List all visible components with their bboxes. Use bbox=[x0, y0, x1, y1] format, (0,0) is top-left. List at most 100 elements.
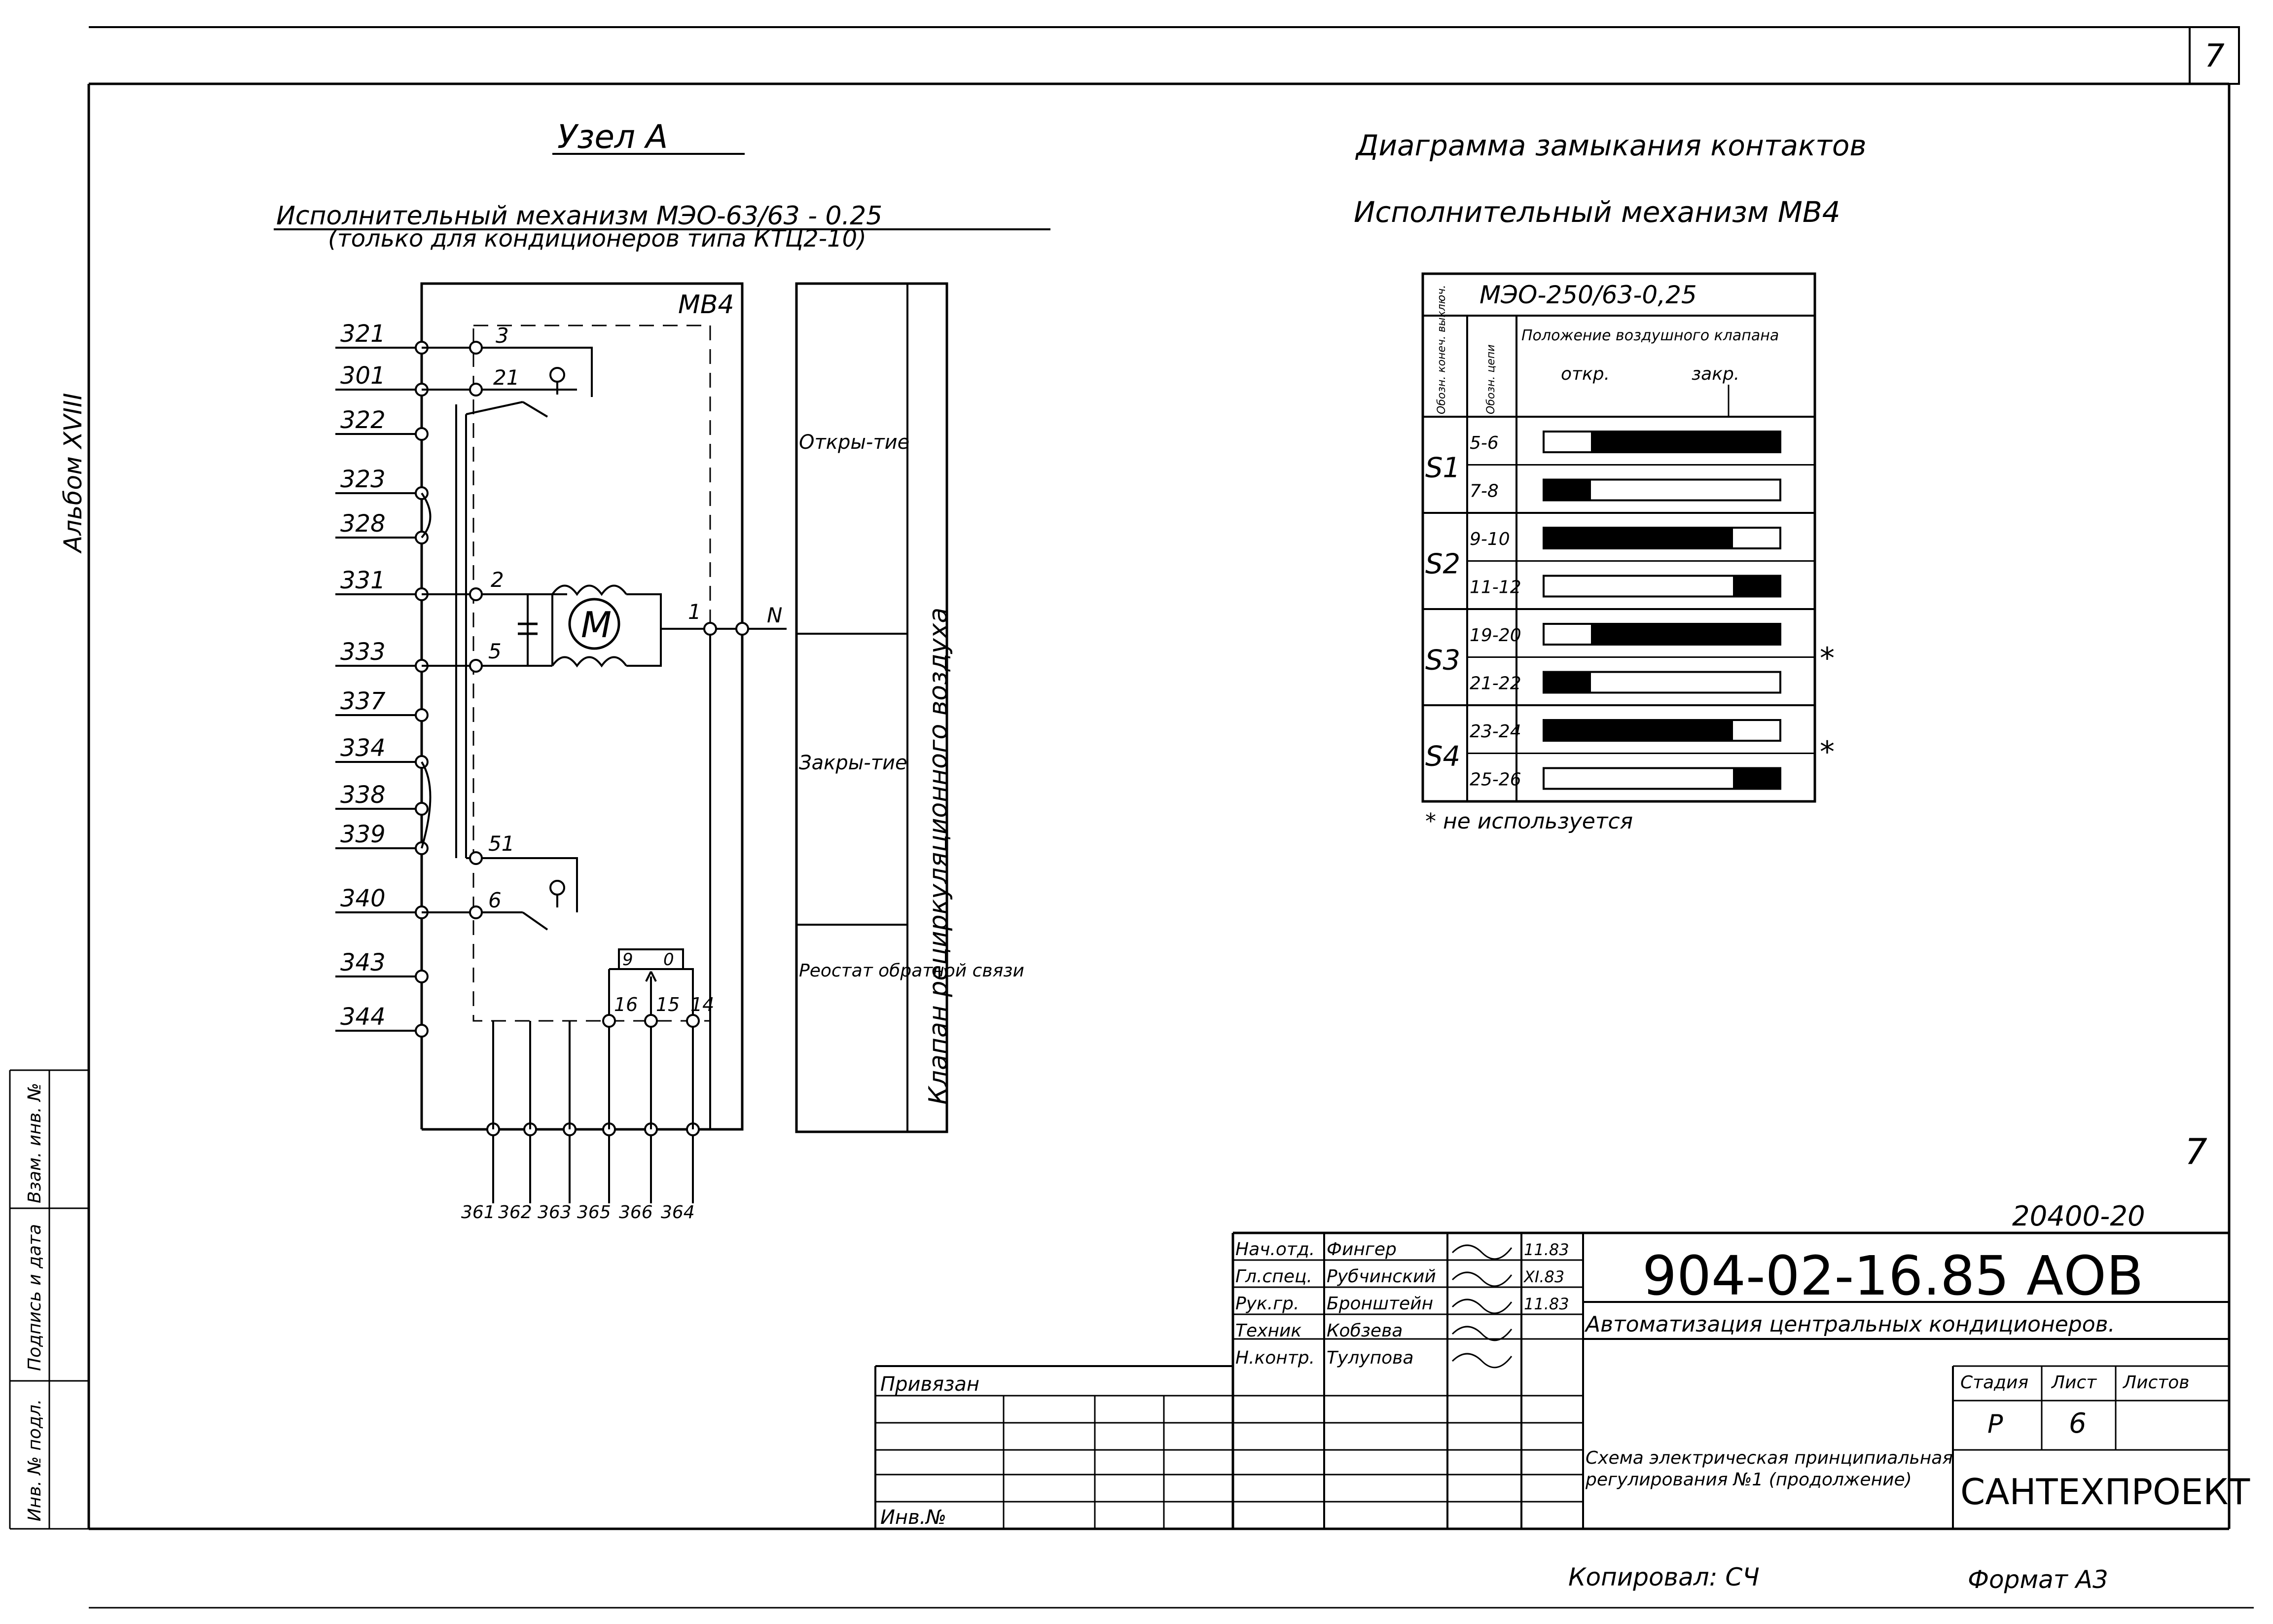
terminal-label: 338 bbox=[340, 781, 386, 809]
terminal-node bbox=[415, 1024, 429, 1038]
corner-box bbox=[2189, 26, 2240, 85]
inner-wiring: M bbox=[421, 341, 787, 1129]
person-role: Н.контр. bbox=[1235, 1348, 1315, 1368]
sheets-header: Листов bbox=[2122, 1372, 2189, 1393]
label-14: 14 bbox=[690, 994, 714, 1015]
bottom-terminal-label: 364 bbox=[661, 1202, 695, 1223]
mechanism-note: (только для кондиционеров типа КТЦ2-10) bbox=[328, 225, 866, 253]
open-label: откр. bbox=[1561, 364, 1610, 384]
function-column: Откры-тие Закры-тие Реостат обратной свя… bbox=[795, 282, 1024, 1133]
person-role: Нач.отд. bbox=[1235, 1239, 1315, 1260]
label-1: 1 bbox=[688, 600, 701, 624]
inv-no: Инв.№ bbox=[880, 1506, 946, 1529]
contact-table: МЭО-250/63-0,25 Обозн. конеч. выключ. Об… bbox=[1421, 272, 1816, 803]
person-name: Тулупова bbox=[1327, 1348, 1413, 1368]
terminal-label: 321 bbox=[340, 320, 386, 348]
person-date: XI.83 bbox=[1523, 1267, 1564, 1286]
format-label: Формат А3 bbox=[1968, 1565, 2108, 1594]
corner-number: 7 bbox=[2204, 38, 2225, 74]
diagram-title: Диаграмма замыкания контактов bbox=[1355, 129, 1867, 162]
doc-code: 904-02-16.85 АОВ bbox=[1642, 1244, 2143, 1307]
terminal-label: 340 bbox=[340, 885, 386, 912]
terminal-label: 331 bbox=[340, 567, 386, 594]
sheet-value: 6 bbox=[2069, 1407, 2087, 1440]
section-close: Закры-тие bbox=[799, 752, 907, 774]
position-bar-fill bbox=[1733, 576, 1780, 597]
label-0: 0 bbox=[663, 950, 674, 970]
terminal-label: 322 bbox=[340, 406, 386, 434]
person-name: Бронштейн bbox=[1327, 1294, 1433, 1314]
circuit-label: 21-22 bbox=[1470, 674, 1521, 694]
person-role: Техник bbox=[1235, 1321, 1301, 1341]
sheet-header: Лист bbox=[2051, 1372, 2097, 1393]
position-bar-fill bbox=[1733, 768, 1780, 789]
album-label: Альбом XVIII bbox=[59, 393, 87, 554]
terminal-node bbox=[415, 802, 429, 816]
circuit-label: 7-8 bbox=[1470, 481, 1499, 502]
switch-label: S1 bbox=[1425, 452, 1460, 484]
circuit-label: 19-20 bbox=[1470, 625, 1521, 646]
label-N: N bbox=[767, 603, 782, 627]
privyazan: Привязан bbox=[880, 1373, 979, 1396]
node-title: Узел А bbox=[557, 118, 668, 156]
signature bbox=[1451, 1244, 1513, 1260]
switch-label: S4 bbox=[1425, 741, 1460, 773]
col-switch-header: Обозн. конеч. выключ. bbox=[1436, 285, 1448, 414]
motor-symbol: M bbox=[581, 604, 612, 646]
bottom-terminal-label: 366 bbox=[619, 1202, 653, 1223]
label-9: 9 bbox=[622, 950, 633, 970]
mb4-label: МВ4 bbox=[678, 290, 734, 320]
position-bar-fill bbox=[1544, 672, 1591, 693]
label-5: 5 bbox=[488, 639, 502, 663]
terminal-label: 343 bbox=[340, 949, 386, 976]
left-terminals: 3213013223233283313333373343383393403433… bbox=[335, 320, 429, 1038]
terminal-label: 333 bbox=[340, 638, 386, 666]
terminal-label: 328 bbox=[340, 510, 386, 538]
terminal-label: 334 bbox=[340, 734, 386, 762]
person-date: 11.83 bbox=[1524, 1295, 1569, 1313]
signature bbox=[1451, 1299, 1513, 1314]
label-3: 3 bbox=[496, 324, 509, 348]
label-16: 16 bbox=[614, 994, 638, 1015]
terminal-label: 337 bbox=[340, 687, 386, 715]
terminal-label: 323 bbox=[340, 466, 386, 493]
signature bbox=[1451, 1271, 1513, 1287]
copied-by: Копировал: СЧ bbox=[1568, 1563, 1760, 1591]
col-circuit-header: Обозн. цепи bbox=[1485, 344, 1497, 414]
star-s3: * bbox=[1820, 641, 1835, 676]
footnote: * не используется bbox=[1425, 809, 1633, 834]
circuit-label: 11-12 bbox=[1470, 577, 1521, 598]
person-date: 11.83 bbox=[1524, 1240, 1569, 1259]
person-name: Рубчинский bbox=[1327, 1266, 1436, 1287]
label-51: 51 bbox=[488, 831, 514, 856]
terminal-node bbox=[415, 708, 429, 722]
section-rheostat: Реостат обратной связи bbox=[799, 961, 1024, 981]
mechanism-title: Исполнительный механизм МЭО-63/63 - 0.25 bbox=[276, 201, 882, 231]
stage-header: Стадия bbox=[1960, 1372, 2028, 1393]
signature bbox=[1451, 1326, 1513, 1341]
sheet-title: Схема электрическая принципиальная регул… bbox=[1586, 1448, 1953, 1490]
position-bar-fill bbox=[1591, 624, 1780, 645]
circuit-label: 5-6 bbox=[1470, 433, 1499, 453]
mb4-box: МВ4 bbox=[420, 282, 744, 1131]
position-bar-fill bbox=[1544, 528, 1733, 548]
bottom-terminal-label: 365 bbox=[577, 1202, 611, 1223]
title-block: 7 20400-20 904-02-16.85 АОВ Авто bbox=[874, 1131, 2250, 1529]
bottom-terminal-label: 363 bbox=[538, 1202, 572, 1223]
mark-7: 7 bbox=[2185, 1131, 2207, 1172]
terminal-node bbox=[415, 970, 429, 983]
label-6: 6 bbox=[488, 888, 502, 912]
label-15: 15 bbox=[656, 994, 680, 1015]
switch-label: S3 bbox=[1425, 645, 1460, 677]
podpis-label: Подпись и дата bbox=[25, 1224, 45, 1371]
circuit-label: 25-26 bbox=[1470, 770, 1521, 790]
valve-vertical-label: Клапан рециркуляционного воздуха bbox=[924, 608, 953, 1105]
org-name: САНТЕХПРОЕКТ bbox=[1960, 1471, 2250, 1513]
project-name: Автоматизация центральных кондиционеров. bbox=[1584, 1312, 2115, 1337]
person-role: Рук.гр. bbox=[1235, 1294, 1299, 1314]
position-bar-fill bbox=[1544, 720, 1733, 741]
position-bar-fill bbox=[1544, 479, 1591, 501]
terminal-node bbox=[415, 427, 429, 441]
